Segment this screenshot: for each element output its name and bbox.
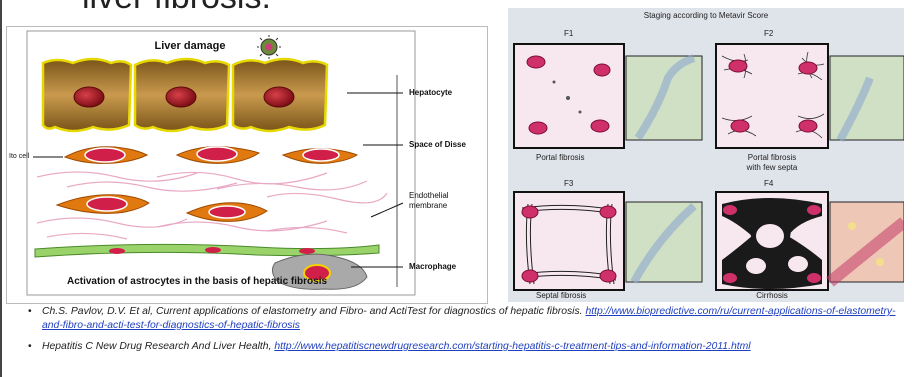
panel-f2-caption-line2: with few septa — [746, 163, 798, 172]
slide-left-border — [0, 0, 2, 377]
label-endothelial-line2: membrane — [409, 201, 448, 210]
label-hepatocyte: Hepatocyte — [409, 88, 453, 97]
hepatocyte-cell — [43, 59, 131, 131]
label-ito-cell: Ito cell — [9, 153, 30, 160]
ito-cell — [65, 147, 147, 164]
panel-f2-caption-line1: Portal fibrosis — [748, 153, 796, 162]
reference-text: Hepatitis C New Drug Research And Liver … — [42, 341, 274, 352]
panel-f4-stage: F4 — [764, 179, 774, 188]
liver-damage-diagram: Liver damage — [7, 27, 487, 303]
reference-link[interactable]: http://www.hepatitiscnewdrugresearch.com… — [274, 341, 750, 352]
panel-f1-stage: F1 — [564, 29, 574, 38]
liver-damage-figure: Liver damage — [6, 26, 488, 304]
metavir-staging-diagram: Staging according to Metavir Score F1 Po… — [508, 8, 904, 302]
reference-item: • Hepatitis C New Drug Research And Live… — [28, 340, 906, 354]
panel-f4-histology — [830, 202, 904, 282]
hepatocyte-cell — [135, 59, 229, 131]
ito-cell — [187, 203, 267, 222]
panel-f2-stage: F2 — [764, 29, 774, 38]
ito-cell — [283, 149, 357, 164]
virus-icon — [257, 35, 281, 59]
panel-f4-caption: Cirrhosis — [756, 291, 788, 300]
reference-text: Ch.S. Pavlov, D.V. Et al, Current applic… — [42, 306, 585, 317]
panel-f2-histology — [830, 56, 904, 140]
panel-f3-lobule — [514, 192, 624, 290]
reference-item: • Ch.S. Pavlov, D.V. Et al, Current appl… — [28, 305, 906, 333]
ito-cell — [57, 195, 149, 214]
label-endothelial-line1: Endothelial — [409, 191, 449, 200]
panel-f1-histology — [626, 56, 702, 140]
slide-title: liver fibrosis: — [82, 0, 271, 17]
label-space-of-disse: Space of Disse — [409, 140, 466, 149]
references-list: • Ch.S. Pavlov, D.V. Et al, Current appl… — [28, 305, 906, 361]
panel-f1-lobule — [514, 44, 624, 148]
panel-f3-caption: Septal fibrosis — [536, 291, 586, 300]
liver-damage-title: Liver damage — [155, 40, 226, 52]
panel-f2-lobule — [716, 44, 828, 148]
panel-f4-lobule — [716, 192, 828, 290]
left-figure-caption: Activation of astrocytes in the basis of… — [67, 276, 327, 287]
panel-f1-caption: Portal fibrosis — [536, 153, 584, 162]
panel-f3-histology — [626, 202, 702, 282]
metavir-staging-figure: Staging according to Metavir Score F1 Po… — [508, 8, 904, 302]
metavir-title: Staging according to Metavir Score — [644, 11, 769, 20]
panel-f3-stage: F3 — [564, 179, 574, 188]
endothelial-pointer — [371, 203, 403, 217]
hepatocyte-cell — [233, 59, 327, 131]
bullet-icon: • — [28, 340, 32, 354]
bullet-icon: • — [28, 305, 32, 319]
label-macrophage: Macrophage — [409, 262, 457, 271]
ito-cell — [177, 147, 259, 164]
